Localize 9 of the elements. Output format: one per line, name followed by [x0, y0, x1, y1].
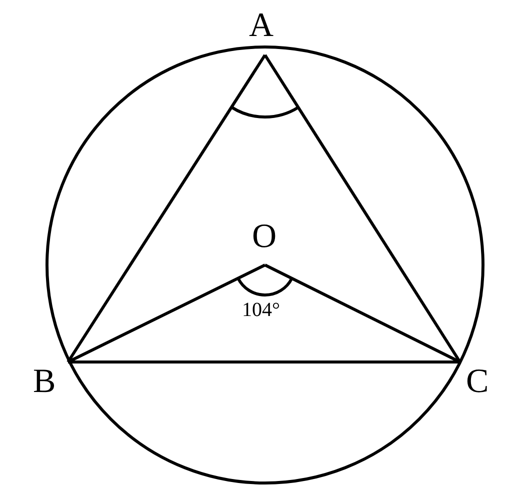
line-segment — [264, 54, 462, 363]
point-label: C — [466, 364, 489, 400]
point-label: A — [249, 8, 274, 44]
point-label: B — [33, 364, 56, 400]
angle-label: 104° — [242, 299, 280, 321]
point-label: O — [252, 219, 277, 255]
line-segment — [66, 54, 266, 363]
line-segment — [68, 360, 460, 364]
line-segment — [67, 264, 266, 364]
